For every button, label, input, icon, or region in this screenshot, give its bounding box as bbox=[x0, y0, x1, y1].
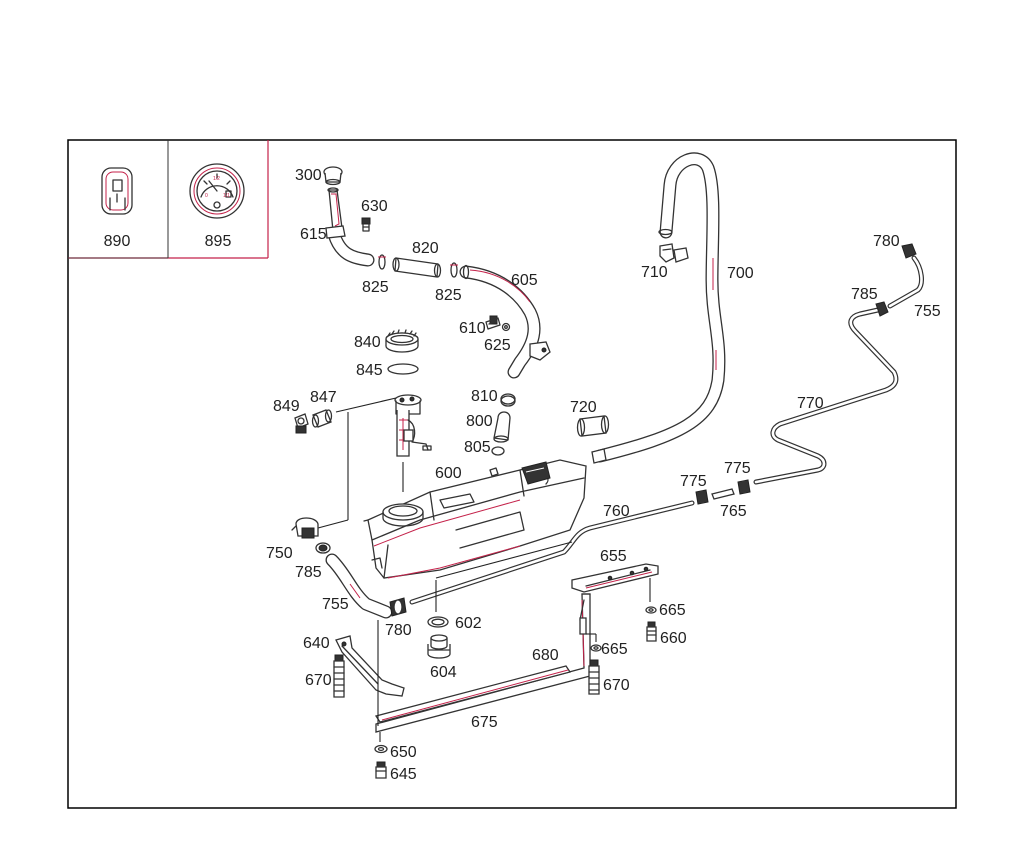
callout-755-top: 755 bbox=[914, 303, 941, 320]
legend-box: 890 0 1/2 1/1 895 bbox=[68, 140, 269, 259]
screw-630 bbox=[361, 217, 371, 232]
tank-strap-group bbox=[333, 563, 659, 779]
callout-810: 810 bbox=[471, 388, 498, 405]
callout-660: 660 bbox=[660, 630, 687, 647]
callout-825-right: 825 bbox=[435, 287, 462, 304]
callout-770: 770 bbox=[797, 395, 824, 412]
callout-645: 645 bbox=[390, 766, 417, 783]
gauge-mark-empty: 0 bbox=[205, 193, 208, 199]
callout-847: 847 bbox=[310, 389, 337, 406]
callout-670-right: 670 bbox=[603, 677, 630, 694]
legend-part-890: 890 bbox=[104, 233, 131, 250]
callout-785-top: 785 bbox=[851, 286, 878, 303]
fuel-reserve-indicator-icon bbox=[101, 167, 133, 215]
callout-670-left: 670 bbox=[305, 672, 332, 689]
drain-parts bbox=[427, 616, 451, 659]
callout-630: 630 bbox=[361, 198, 388, 215]
callout-849: 849 bbox=[273, 398, 300, 415]
callout-710: 710 bbox=[641, 264, 668, 281]
callout-775-right: 775 bbox=[724, 460, 751, 477]
filler-neck-group bbox=[323, 166, 551, 456]
callout-680: 680 bbox=[532, 647, 559, 664]
callout-605: 605 bbox=[511, 272, 538, 289]
gauge-mark-full: 1/1 bbox=[223, 193, 230, 199]
callout-615: 615 bbox=[300, 226, 327, 243]
filler-hose-700 bbox=[576, 152, 726, 464]
callout-785-bottom: 785 bbox=[295, 564, 322, 581]
fuel-sender-group bbox=[294, 329, 432, 492]
fuel-tank-600 bbox=[317, 412, 587, 612]
callout-765: 765 bbox=[720, 503, 747, 520]
callout-600: 600 bbox=[435, 465, 462, 482]
callout-805: 805 bbox=[464, 439, 491, 456]
callout-780-bottom: 780 bbox=[385, 622, 412, 639]
callout-300: 300 bbox=[295, 167, 322, 184]
callout-825-left: 825 bbox=[362, 279, 389, 296]
callout-760: 760 bbox=[603, 503, 630, 520]
callout-700: 700 bbox=[727, 265, 754, 282]
filler-cap-300 bbox=[323, 166, 343, 186]
callout-775-left: 775 bbox=[680, 473, 707, 490]
vent-lines-upper bbox=[409, 243, 924, 605]
callout-675: 675 bbox=[471, 714, 498, 731]
callout-665-lower: 665 bbox=[601, 641, 628, 658]
callout-845: 845 bbox=[356, 362, 383, 379]
callout-750: 750 bbox=[266, 545, 293, 562]
callout-840: 840 bbox=[354, 334, 381, 351]
bolt-610 bbox=[485, 315, 501, 330]
callout-602: 602 bbox=[455, 615, 482, 632]
gauge-mark-half: 1/2 bbox=[213, 176, 220, 182]
fuel-gauge-icon: 0 1/2 1/1 bbox=[189, 163, 245, 219]
callout-610: 610 bbox=[459, 320, 486, 337]
callout-755-bottom: 755 bbox=[322, 596, 349, 613]
callout-650: 650 bbox=[390, 744, 417, 761]
legend-part-895: 895 bbox=[205, 233, 232, 250]
vent-lines-lower bbox=[291, 517, 407, 619]
callout-640: 640 bbox=[303, 635, 330, 652]
callout-820: 820 bbox=[412, 240, 439, 257]
callout-655: 655 bbox=[600, 548, 627, 565]
callout-720: 720 bbox=[570, 399, 597, 416]
callout-625: 625 bbox=[484, 337, 511, 354]
callout-780-top: 780 bbox=[873, 233, 900, 250]
callout-665-right: 665 bbox=[659, 602, 686, 619]
callout-800: 800 bbox=[466, 413, 493, 430]
callout-labels: 300 630 615 820 825 825 605 710 700 780 … bbox=[266, 167, 941, 783]
callout-604: 604 bbox=[430, 664, 457, 681]
